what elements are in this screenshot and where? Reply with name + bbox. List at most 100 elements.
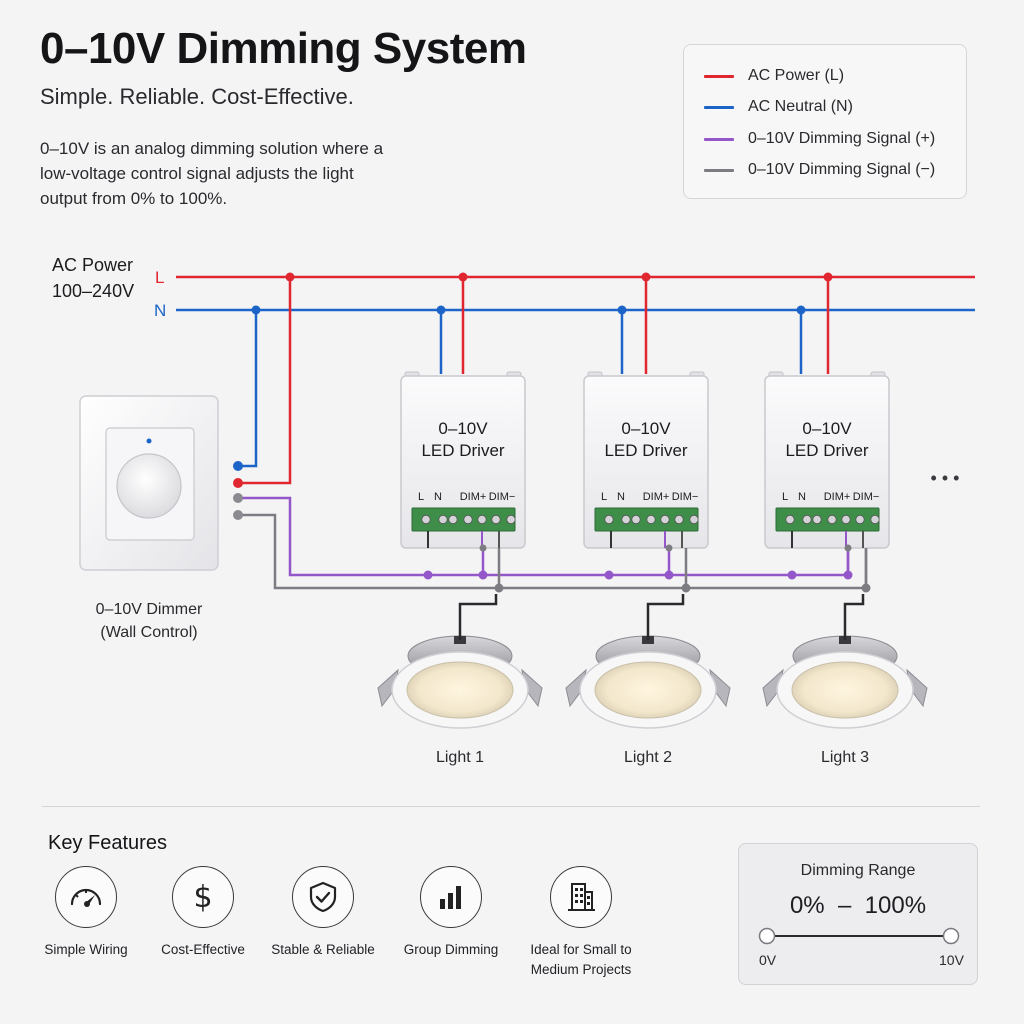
terminal-screw	[438, 514, 448, 525]
line-n-label: N	[154, 301, 166, 320]
legend-item-ac-neutral: AC Neutral (N)	[704, 97, 853, 117]
dimmer-terminal	[233, 510, 243, 520]
slider-min-handle[interactable]	[758, 927, 776, 945]
terminal-label: N	[617, 491, 625, 503]
terminal-label: L	[601, 491, 607, 503]
terminal-screw	[421, 514, 431, 525]
terminal-screw	[660, 514, 670, 525]
terminal-screw	[604, 514, 614, 525]
terminal-screw	[870, 514, 880, 525]
junction-dot	[787, 570, 797, 580]
svg-text:$: $	[193, 880, 212, 915]
shield-check-icon	[292, 866, 354, 928]
terminal-label: DIM−	[853, 491, 880, 503]
dimming-range-card: Dimming Range 0% – 100% 0V 10V	[738, 843, 978, 985]
dimmer-label: 0–10V Dimmer	[96, 601, 203, 618]
terminal-screw	[812, 514, 822, 525]
terminal-label: DIM−	[489, 491, 516, 503]
dollar-icon: $	[172, 866, 234, 928]
section-divider	[42, 806, 980, 807]
terminal-label: DIM+	[643, 491, 670, 503]
feature-label: Group Dimming	[403, 942, 499, 957]
dimming-range-value: 0% – 100%	[789, 892, 927, 919]
light-cable	[646, 594, 685, 640]
terminal-label: DIM−	[672, 491, 699, 503]
building-icon	[550, 866, 612, 928]
driver-model-label: 0–10V	[438, 419, 488, 438]
junction-dot	[436, 305, 446, 315]
junction-dot	[423, 570, 433, 580]
junction-dot	[285, 272, 295, 282]
wiring-diagram: AC Power 100–240V L N 0–10V Dimmer (Wall…	[52, 255, 975, 766]
terminal-screw	[621, 514, 631, 525]
junction-dot	[664, 570, 674, 580]
driver-type-label: LED Driver	[421, 441, 504, 460]
light-label: Light 2	[624, 749, 672, 766]
terminal-screw	[477, 514, 487, 525]
line-l-label: L	[155, 268, 164, 287]
downlight[interactable]: Light 2	[565, 635, 731, 766]
legend-label: AC Neutral (N)	[748, 98, 853, 115]
downlight[interactable]: Light 1	[377, 635, 543, 766]
wall-dimmer[interactable]	[79, 395, 219, 571]
driver-model-label: 0–10V	[621, 419, 671, 438]
legend-swatch	[704, 105, 734, 109]
dimmer-sublabel: (Wall Control)	[100, 624, 197, 641]
dimmer-terminal	[233, 478, 243, 488]
feature-stable-reliable: Stable & Reliable	[253, 866, 393, 960]
terminal-label: N	[434, 491, 442, 503]
junction-dot	[617, 305, 627, 315]
junction-dot	[843, 570, 853, 580]
terminal-label: DIM+	[460, 491, 487, 503]
junction-dot	[641, 272, 651, 282]
dimming-range-slider[interactable]	[739, 924, 977, 948]
junction-dot	[604, 570, 614, 580]
junction-dot	[251, 305, 261, 315]
page-title: 0–10V Dimming System	[40, 24, 527, 73]
bar-chart-icon	[420, 866, 482, 928]
slider-max-handle[interactable]	[942, 927, 960, 945]
terminal-label: L	[418, 491, 424, 503]
legend-item-dim-minus: 0–10V Dimming Signal (−)	[704, 160, 935, 180]
terminal-screw	[463, 514, 473, 525]
terminal-screw	[827, 514, 837, 525]
junction-dot	[844, 544, 852, 552]
terminal-screw	[448, 514, 458, 525]
light-cable	[458, 594, 498, 640]
downlight[interactable]: Light 3	[762, 635, 928, 766]
description-text: 0–10V is an analog dimming solution wher…	[40, 139, 384, 208]
dimmer-neutral-wire	[238, 310, 258, 468]
dimmer-knob[interactable]	[116, 453, 182, 519]
dimming-range-title: Dimming Range	[800, 862, 916, 879]
terminal-label: DIM+	[824, 491, 851, 503]
feature-label: Stable & Reliable	[271, 942, 375, 957]
legend-item-ac-power: AC Power (L)	[704, 66, 844, 86]
junction-dot	[665, 544, 673, 552]
feature-cost-effective: $ Cost-Effective	[133, 866, 273, 960]
dim-plus-bus	[238, 496, 850, 577]
feature-ideal-projects: Ideal for Small to Medium Projects	[511, 866, 651, 980]
ac-power-label: AC Power	[52, 255, 133, 275]
terminal-screw	[506, 514, 516, 525]
dimming-range-min-label: 0V	[759, 952, 777, 968]
terminal-screw	[631, 514, 641, 525]
junction-dot	[861, 583, 871, 593]
dimming-range-max-label: 10V	[939, 952, 964, 968]
dimmer-line-wire	[238, 277, 292, 485]
light-cable	[843, 594, 865, 640]
terminal-screw	[689, 514, 699, 525]
terminal-screw	[841, 514, 851, 525]
terminal-screw	[855, 514, 865, 525]
feature-label: Cost-Effective	[161, 942, 245, 957]
junction-dot	[681, 583, 691, 593]
feature-label: Simple Wiring	[44, 942, 128, 957]
terminal-screw	[802, 514, 812, 525]
legend-label: 0–10V Dimming Signal (−)	[748, 161, 936, 178]
legend-swatch	[704, 74, 734, 78]
terminal-label: L	[782, 491, 788, 503]
ac-voltage-label: 100–240V	[52, 281, 134, 301]
features-heading: Key Features	[48, 832, 167, 854]
